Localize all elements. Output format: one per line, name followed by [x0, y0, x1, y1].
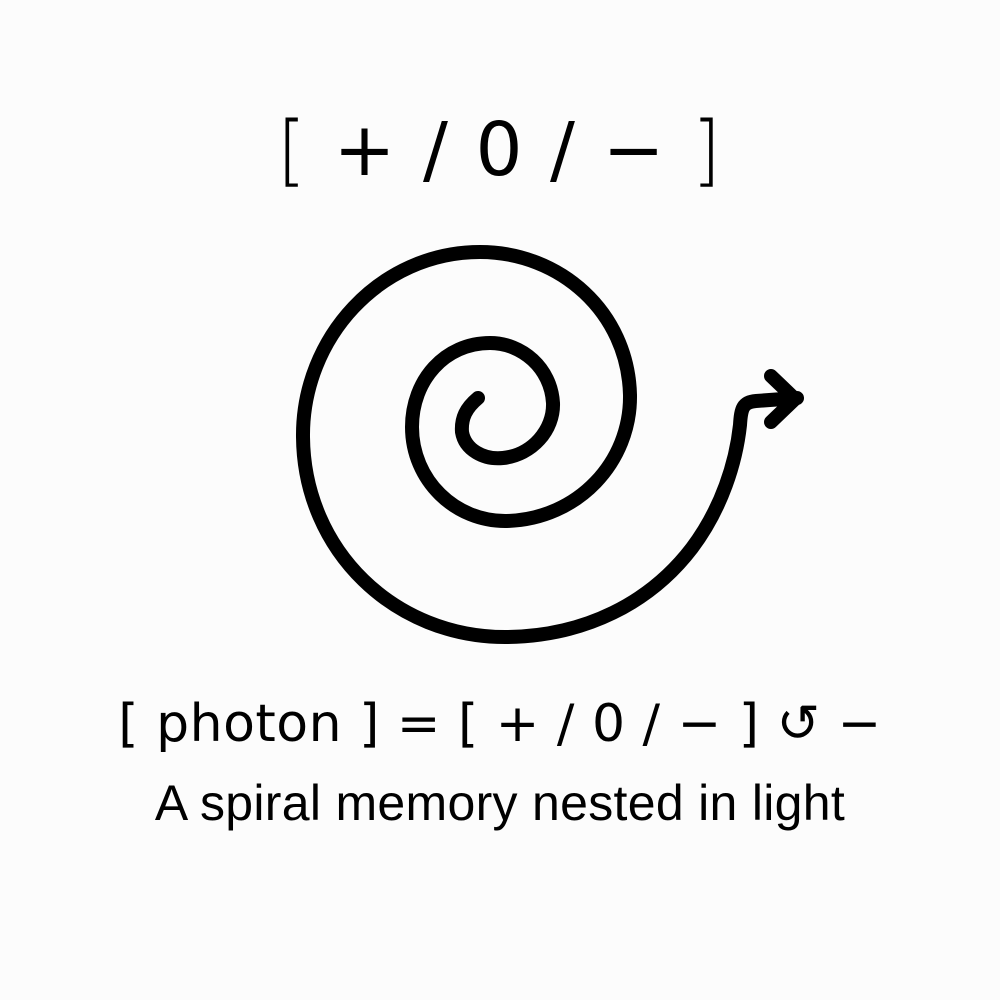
- arrow-head: [764, 369, 802, 429]
- photon-equation: [ photon ] = [ + / 0 / − ] ↺ −: [118, 694, 882, 754]
- open-bracket: [: [277, 104, 308, 196]
- formula-body: + / 0 / −: [307, 107, 693, 193]
- spiral-path: [295, 245, 804, 645]
- close-bracket: ]: [692, 104, 723, 196]
- caption: A spiral memory nested in light: [154, 775, 846, 831]
- top-formula: [ + / 0 / − ]: [0, 100, 1000, 200]
